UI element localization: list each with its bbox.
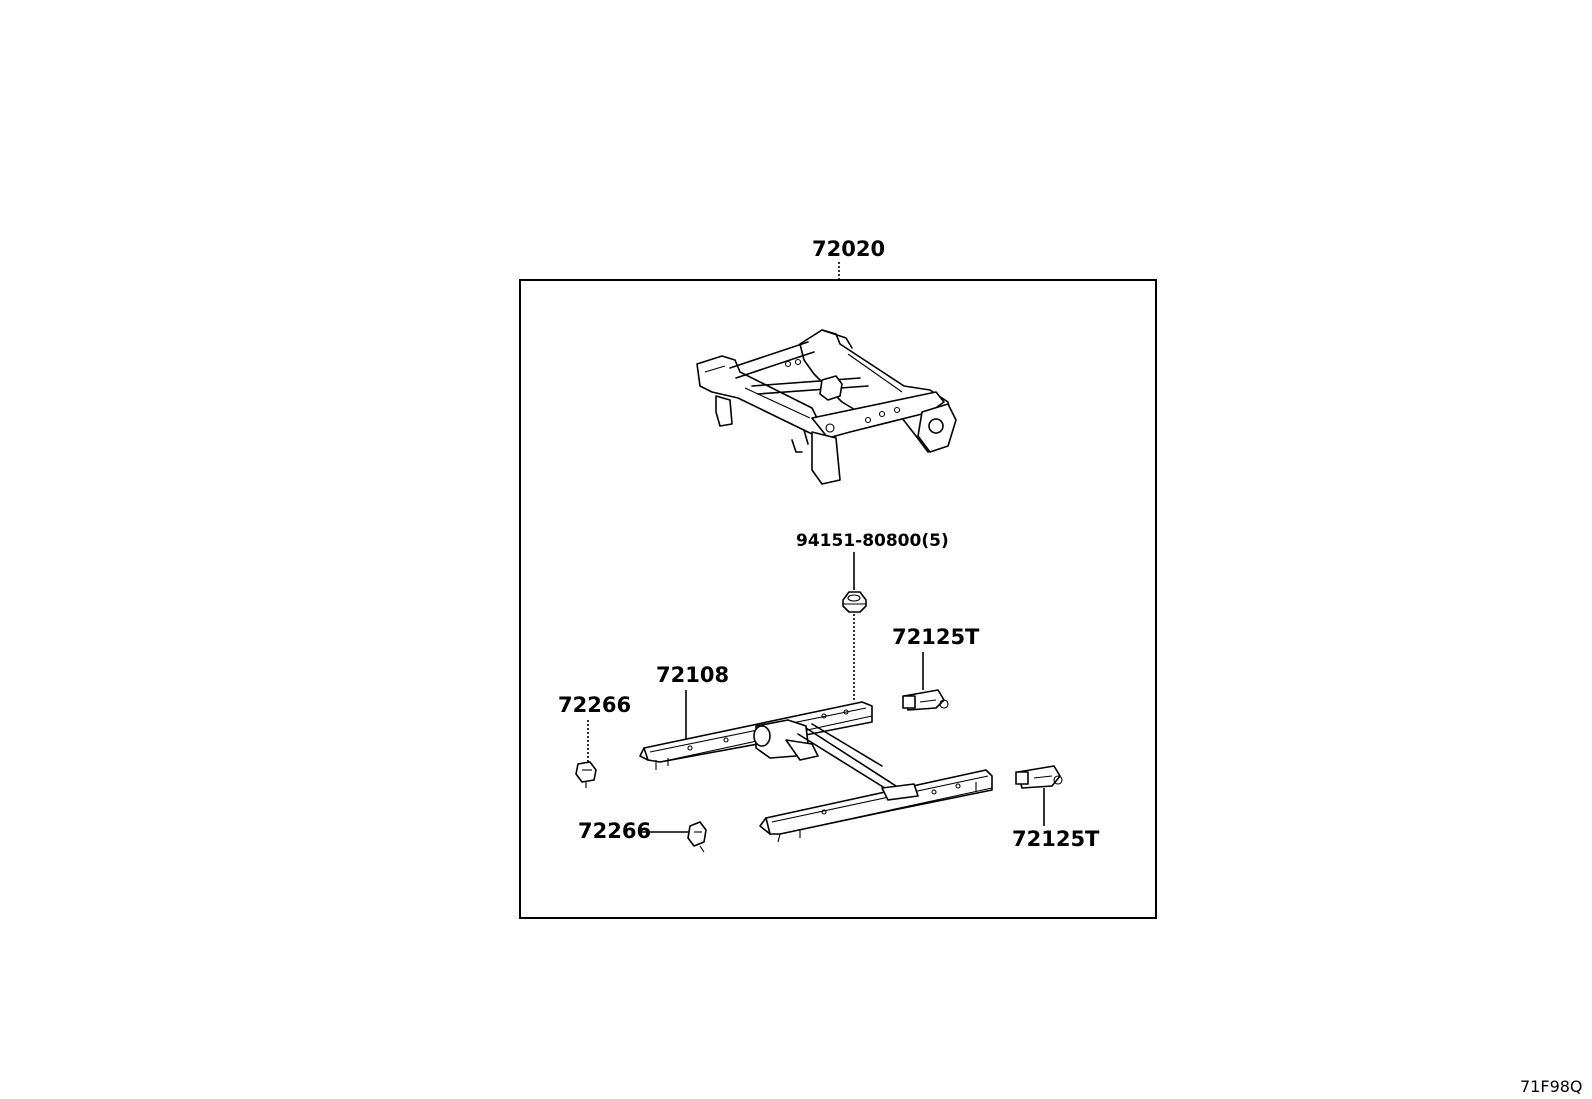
assembly-frame [519,279,1157,919]
cover-top-illustration[interactable] [902,689,949,711]
clip-upper-illustration[interactable] [575,761,597,788]
nut-illustration[interactable] [842,591,867,613]
adjuster-label[interactable]: 72108 [656,663,729,687]
clip-lower-label[interactable]: 72266 [578,819,651,843]
clip-upper-label[interactable]: 72266 [558,693,631,717]
seat-frame-illustration[interactable] [696,329,957,485]
cover-bottom-illustration[interactable] [1015,765,1063,789]
diagram-code: 71F98Q [1520,1077,1583,1096]
nut-label[interactable]: 94151-80800(5) [796,531,949,551]
seat-adjuster-illustration[interactable] [639,701,993,843]
assembly-label[interactable]: 72020 [812,237,885,261]
clip-lower-illustration[interactable] [687,821,707,853]
cover-bottom-label[interactable]: 72125T [1012,827,1100,851]
cover-top-label[interactable]: 72125T [892,625,980,649]
